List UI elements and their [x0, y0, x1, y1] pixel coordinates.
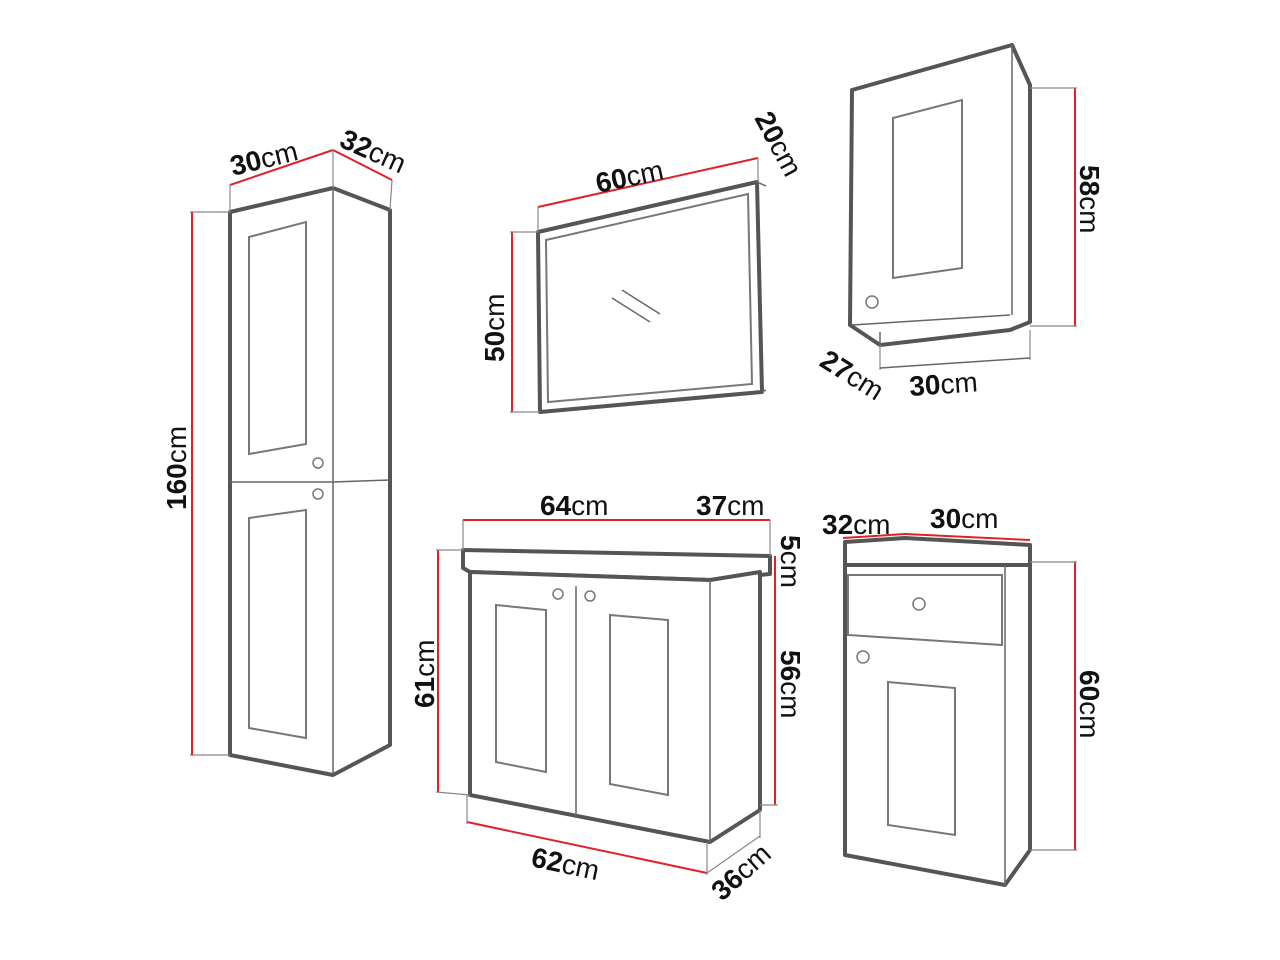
low-cabinet-depth-label: 32cm — [822, 509, 890, 540]
mirror-width-label: 60cm — [593, 154, 666, 199]
vanity-body-height-label: 56cm — [775, 650, 806, 718]
mirror: 60cm 20cm 50cm — [479, 106, 808, 414]
vanity-total-height-label: 61cm — [409, 640, 440, 708]
vanity-top-width-label: 64cm — [540, 490, 608, 521]
tall-cabinet-height-label: 160cm — [161, 426, 192, 510]
tall-cabinet-width-label: 30cm — [227, 135, 301, 182]
wall-cabinet-width-label: 30cm — [908, 366, 978, 402]
mirror-height-label: 50cm — [479, 294, 510, 362]
low-cabinet: 32cm 30cm 60cm — [822, 503, 1105, 887]
low-cabinet-height-label: 60cm — [1074, 670, 1105, 738]
wall-cabinet: 58cm 27cm 30cm — [815, 43, 1105, 407]
vanity-body-depth-label: 36cm — [705, 838, 777, 907]
wall-cabinet-depth-label: 27cm — [815, 344, 890, 407]
vanity-top-thickness-label: 5cm — [775, 535, 806, 588]
vanity-unit: 64cm 37cm 5cm 56cm 61cm 62cm 36cm — [409, 490, 806, 906]
tall-cabinet: 30cm 32cm 160cm — [161, 123, 411, 777]
low-cabinet-width-label: 30cm — [930, 503, 998, 534]
vanity-top-depth-label: 37cm — [696, 490, 764, 521]
wall-cabinet-height-label: 58cm — [1074, 165, 1105, 233]
vanity-body-width-label: 62cm — [529, 842, 602, 887]
